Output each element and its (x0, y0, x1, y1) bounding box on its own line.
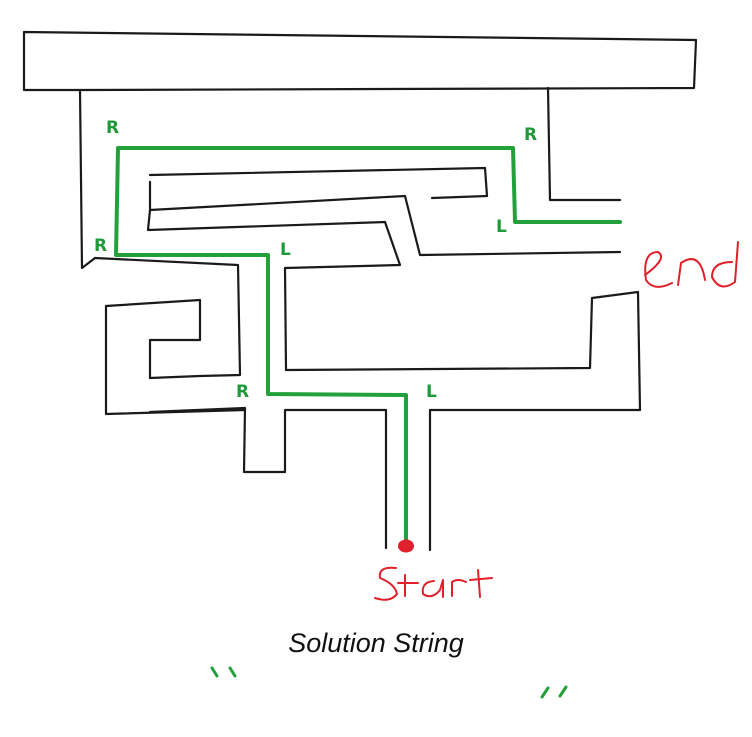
solution-string-caption: Solution String (288, 628, 464, 658)
wall-inner-upper-2 (148, 180, 622, 257)
wall-lower-corridor (148, 406, 388, 550)
wall-top-block (22, 30, 698, 92)
start-label (374, 566, 493, 601)
turn-label: R (106, 118, 119, 138)
end-label (644, 241, 739, 288)
close-quote-mark (540, 685, 568, 699)
turn-label: L (280, 240, 291, 260)
wall-lower-right (428, 408, 642, 552)
wall-left-outer (78, 88, 97, 270)
wall-inner-upper-4 (93, 256, 242, 380)
turn-label: R (524, 125, 537, 145)
quote-marks (210, 666, 568, 699)
solution-path (114, 146, 622, 542)
turn-label: L (496, 217, 507, 237)
turn-label: L (426, 382, 437, 402)
open-quote-mark (210, 666, 237, 678)
wall-inner-upper-3 (146, 208, 402, 270)
wall-middle-right-block (283, 266, 642, 412)
wall-left-pocket (104, 298, 247, 416)
turn-labels: R R L R L R L (94, 118, 537, 402)
wall-inner-upper-1 (148, 166, 489, 200)
turn-label: R (94, 236, 107, 256)
start-dot (398, 539, 414, 553)
maze-walls (22, 30, 698, 552)
turn-label: R (236, 382, 249, 402)
wall-right-upper (546, 86, 622, 202)
